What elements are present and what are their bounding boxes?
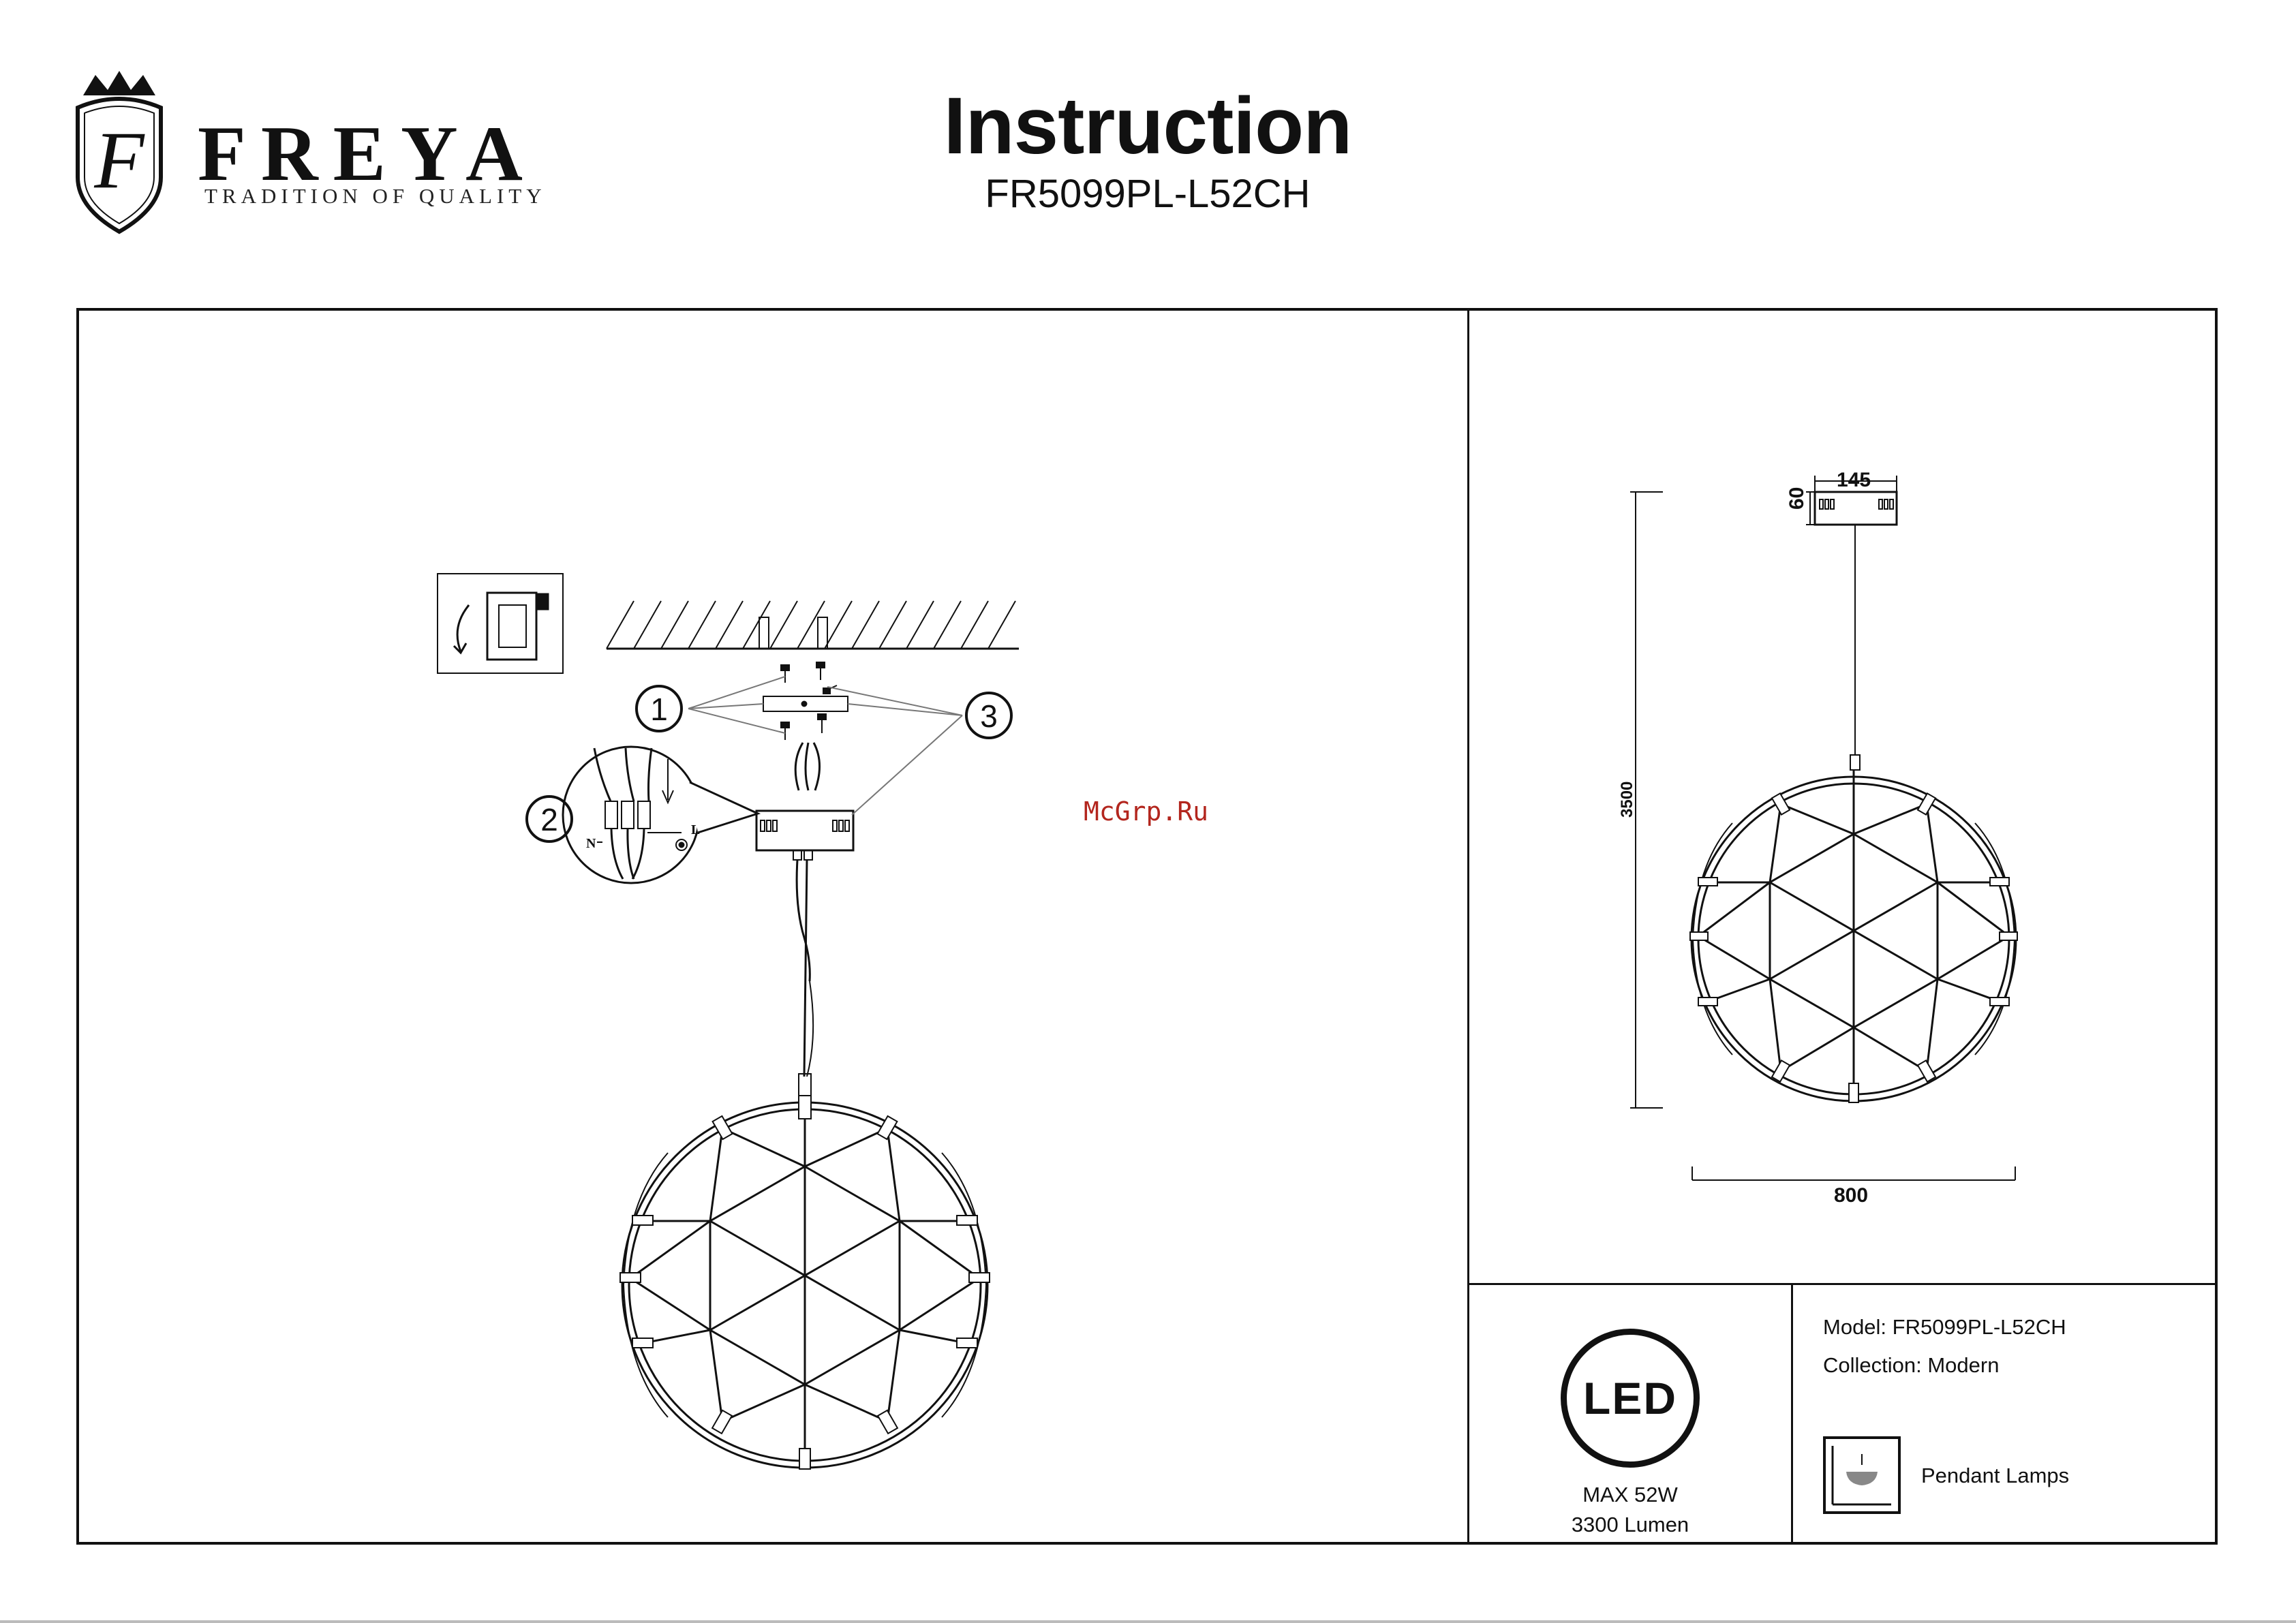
dim-canopy-width: 145 [1837, 470, 1871, 491]
wire-label-live: L [691, 822, 700, 837]
spec-lumen: 3300 Lumen [1547, 1514, 1713, 1535]
callout-2-label: 2 [540, 802, 558, 837]
spec-collection: Collection: Modern [1823, 1355, 1999, 1376]
led-label: LED [1583, 1372, 1677, 1424]
dim-diameter: 800 [1834, 1186, 1868, 1206]
ceiling-hatch [607, 601, 1015, 649]
page-bottom-rule [0, 1620, 2296, 1623]
spec-model: Model: FR5099PL-L52CH [1823, 1316, 2066, 1338]
spec-max-power: MAX 52W [1561, 1484, 1700, 1505]
lamp-sphere-install [622, 1102, 988, 1468]
spec-type: Pendant Lamps [1921, 1465, 2069, 1486]
pendant-lamp-icon [1823, 1436, 1901, 1514]
callout-leaders [688, 677, 962, 815]
wiring-detail-bubble [563, 747, 699, 883]
dimension-drawing [1630, 476, 2015, 1180]
dim-total-height: 3500 [1619, 782, 1636, 818]
wire-label-neutral: N [586, 836, 596, 851]
watermark-text: McGrp.Ru [1084, 799, 1208, 824]
callout-1-label: 1 [650, 692, 668, 727]
mounting-screws [781, 662, 837, 740]
dim-canopy-height: 60 [1787, 487, 1807, 510]
lamp-sphere-dimension [1692, 770, 2016, 1101]
callout-3-label: 3 [980, 698, 998, 734]
power-off-icon [438, 574, 563, 673]
led-badge: LED [1561, 1329, 1700, 1468]
